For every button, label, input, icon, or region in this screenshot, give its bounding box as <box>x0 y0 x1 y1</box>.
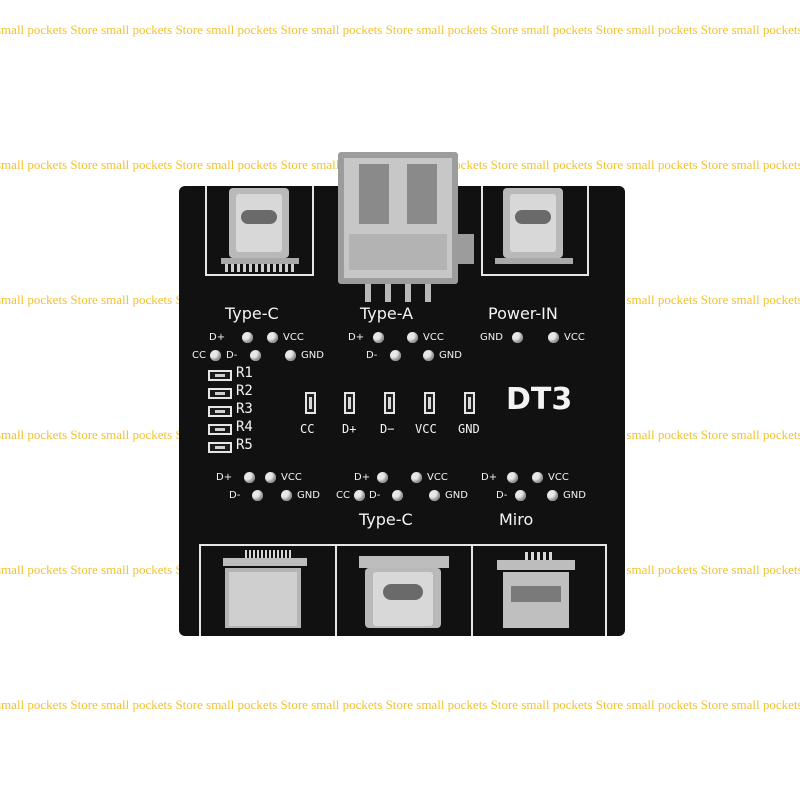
label-power-in: Power-IN <box>488 304 558 323</box>
pin-label-gnd: GND <box>480 332 503 343</box>
pin-label-dminus: D- <box>366 350 378 361</box>
typec-port-top-left <box>221 188 299 272</box>
led-dplus <box>344 392 355 414</box>
resistor-label-r3: R3 <box>236 401 253 417</box>
test-pad <box>423 350 434 361</box>
pin-label-dplus: D+ <box>354 472 371 483</box>
resistor-r1 <box>208 370 232 381</box>
test-pad <box>515 490 526 501</box>
test-pad <box>411 472 422 483</box>
bottom-connectors-svg <box>223 550 575 628</box>
test-pad <box>210 350 221 361</box>
pin-label-gnd: GND <box>301 350 324 361</box>
test-pad <box>407 332 418 343</box>
typec-frame-top-right <box>481 186 589 276</box>
pin-label-dplus: D+ <box>209 332 226 343</box>
pcb-board: Type-C Type-A Power-IN D+ VCC CC D- GND … <box>179 152 625 636</box>
pin-label-cc: CC <box>192 350 206 361</box>
label-type-c-top: Type-C <box>225 304 279 323</box>
led-label-cc: CC <box>300 422 315 436</box>
led-cc <box>305 392 316 414</box>
test-pad <box>250 350 261 361</box>
test-pad <box>392 490 403 501</box>
test-pad <box>532 472 543 483</box>
pin-label-vcc: VCC <box>283 332 304 343</box>
test-pad <box>244 472 255 483</box>
pin-label-vcc: VCC <box>281 472 302 483</box>
led-vcc <box>424 392 435 414</box>
pin-label-gnd: GND <box>439 350 462 361</box>
led-dminus <box>384 392 395 414</box>
board-title: DT3 <box>506 382 573 417</box>
pin-label-gnd: GND <box>563 490 586 501</box>
test-pad <box>285 350 296 361</box>
pin-label-vcc: VCC <box>564 332 585 343</box>
led-label-gnd: GND <box>458 422 480 436</box>
resistor-label-r4: R4 <box>236 419 253 435</box>
test-pad <box>265 472 276 483</box>
label-micro: Miro <box>499 510 534 529</box>
pin-label-vcc: VCC <box>427 472 448 483</box>
led-label-dplus: D+ <box>342 422 357 436</box>
pin-label-dplus: D+ <box>348 332 365 343</box>
resistor-r4 <box>208 424 232 435</box>
micro-usb-port <box>497 552 575 628</box>
test-pad <box>548 332 559 343</box>
test-pad <box>547 490 558 501</box>
watermark-row-1: small pockets Store small pockets Store … <box>0 22 800 37</box>
label-type-c-bottom: Type-C <box>359 510 413 529</box>
led-gnd <box>464 392 475 414</box>
led-label-vcc: VCC <box>415 422 437 436</box>
typec-port-bottom <box>359 556 449 628</box>
pin-label-dminus: D- <box>496 490 508 501</box>
typec-frame-top-left <box>205 186 314 276</box>
pin-label-cc: CC <box>336 490 350 501</box>
pin-label-dminus: D- <box>229 490 241 501</box>
typec-port-power-in <box>495 188 573 264</box>
test-pad <box>252 490 263 501</box>
bottom-frame-right <box>471 544 607 636</box>
pin-label-dplus: D+ <box>481 472 498 483</box>
resistor-label-r2: R2 <box>236 383 253 399</box>
resistor-r5 <box>208 442 232 453</box>
pin-label-vcc: VCC <box>423 332 444 343</box>
resistor-label-r1: R1 <box>236 365 253 381</box>
test-pad <box>242 332 253 343</box>
test-pad <box>429 490 440 501</box>
pin-label-dplus: D+ <box>216 472 233 483</box>
label-type-a: Type-A <box>360 304 414 323</box>
resistor-r2 <box>208 388 232 399</box>
test-pad <box>373 332 384 343</box>
pin-label-dminus: D- <box>226 350 238 361</box>
test-pad <box>281 490 292 501</box>
test-pad <box>512 332 523 343</box>
resistor-label-r5: R5 <box>236 437 253 453</box>
typea-port <box>338 152 474 302</box>
led-label-dminus: D− <box>380 422 395 436</box>
pin-label-gnd: GND <box>445 490 468 501</box>
test-pad <box>354 490 365 501</box>
lightning-port <box>223 550 307 628</box>
pin-label-gnd: GND <box>297 490 320 501</box>
pin-label-vcc: VCC <box>548 472 569 483</box>
test-pad <box>267 332 278 343</box>
test-pad <box>507 472 518 483</box>
pin-label-dminus: D- <box>369 490 381 501</box>
resistor-r3 <box>208 406 232 417</box>
watermark-row-6: small pockets Store small pockets Store … <box>0 697 800 712</box>
test-pad <box>377 472 388 483</box>
top-connectors-svg <box>221 152 573 302</box>
test-pad <box>390 350 401 361</box>
